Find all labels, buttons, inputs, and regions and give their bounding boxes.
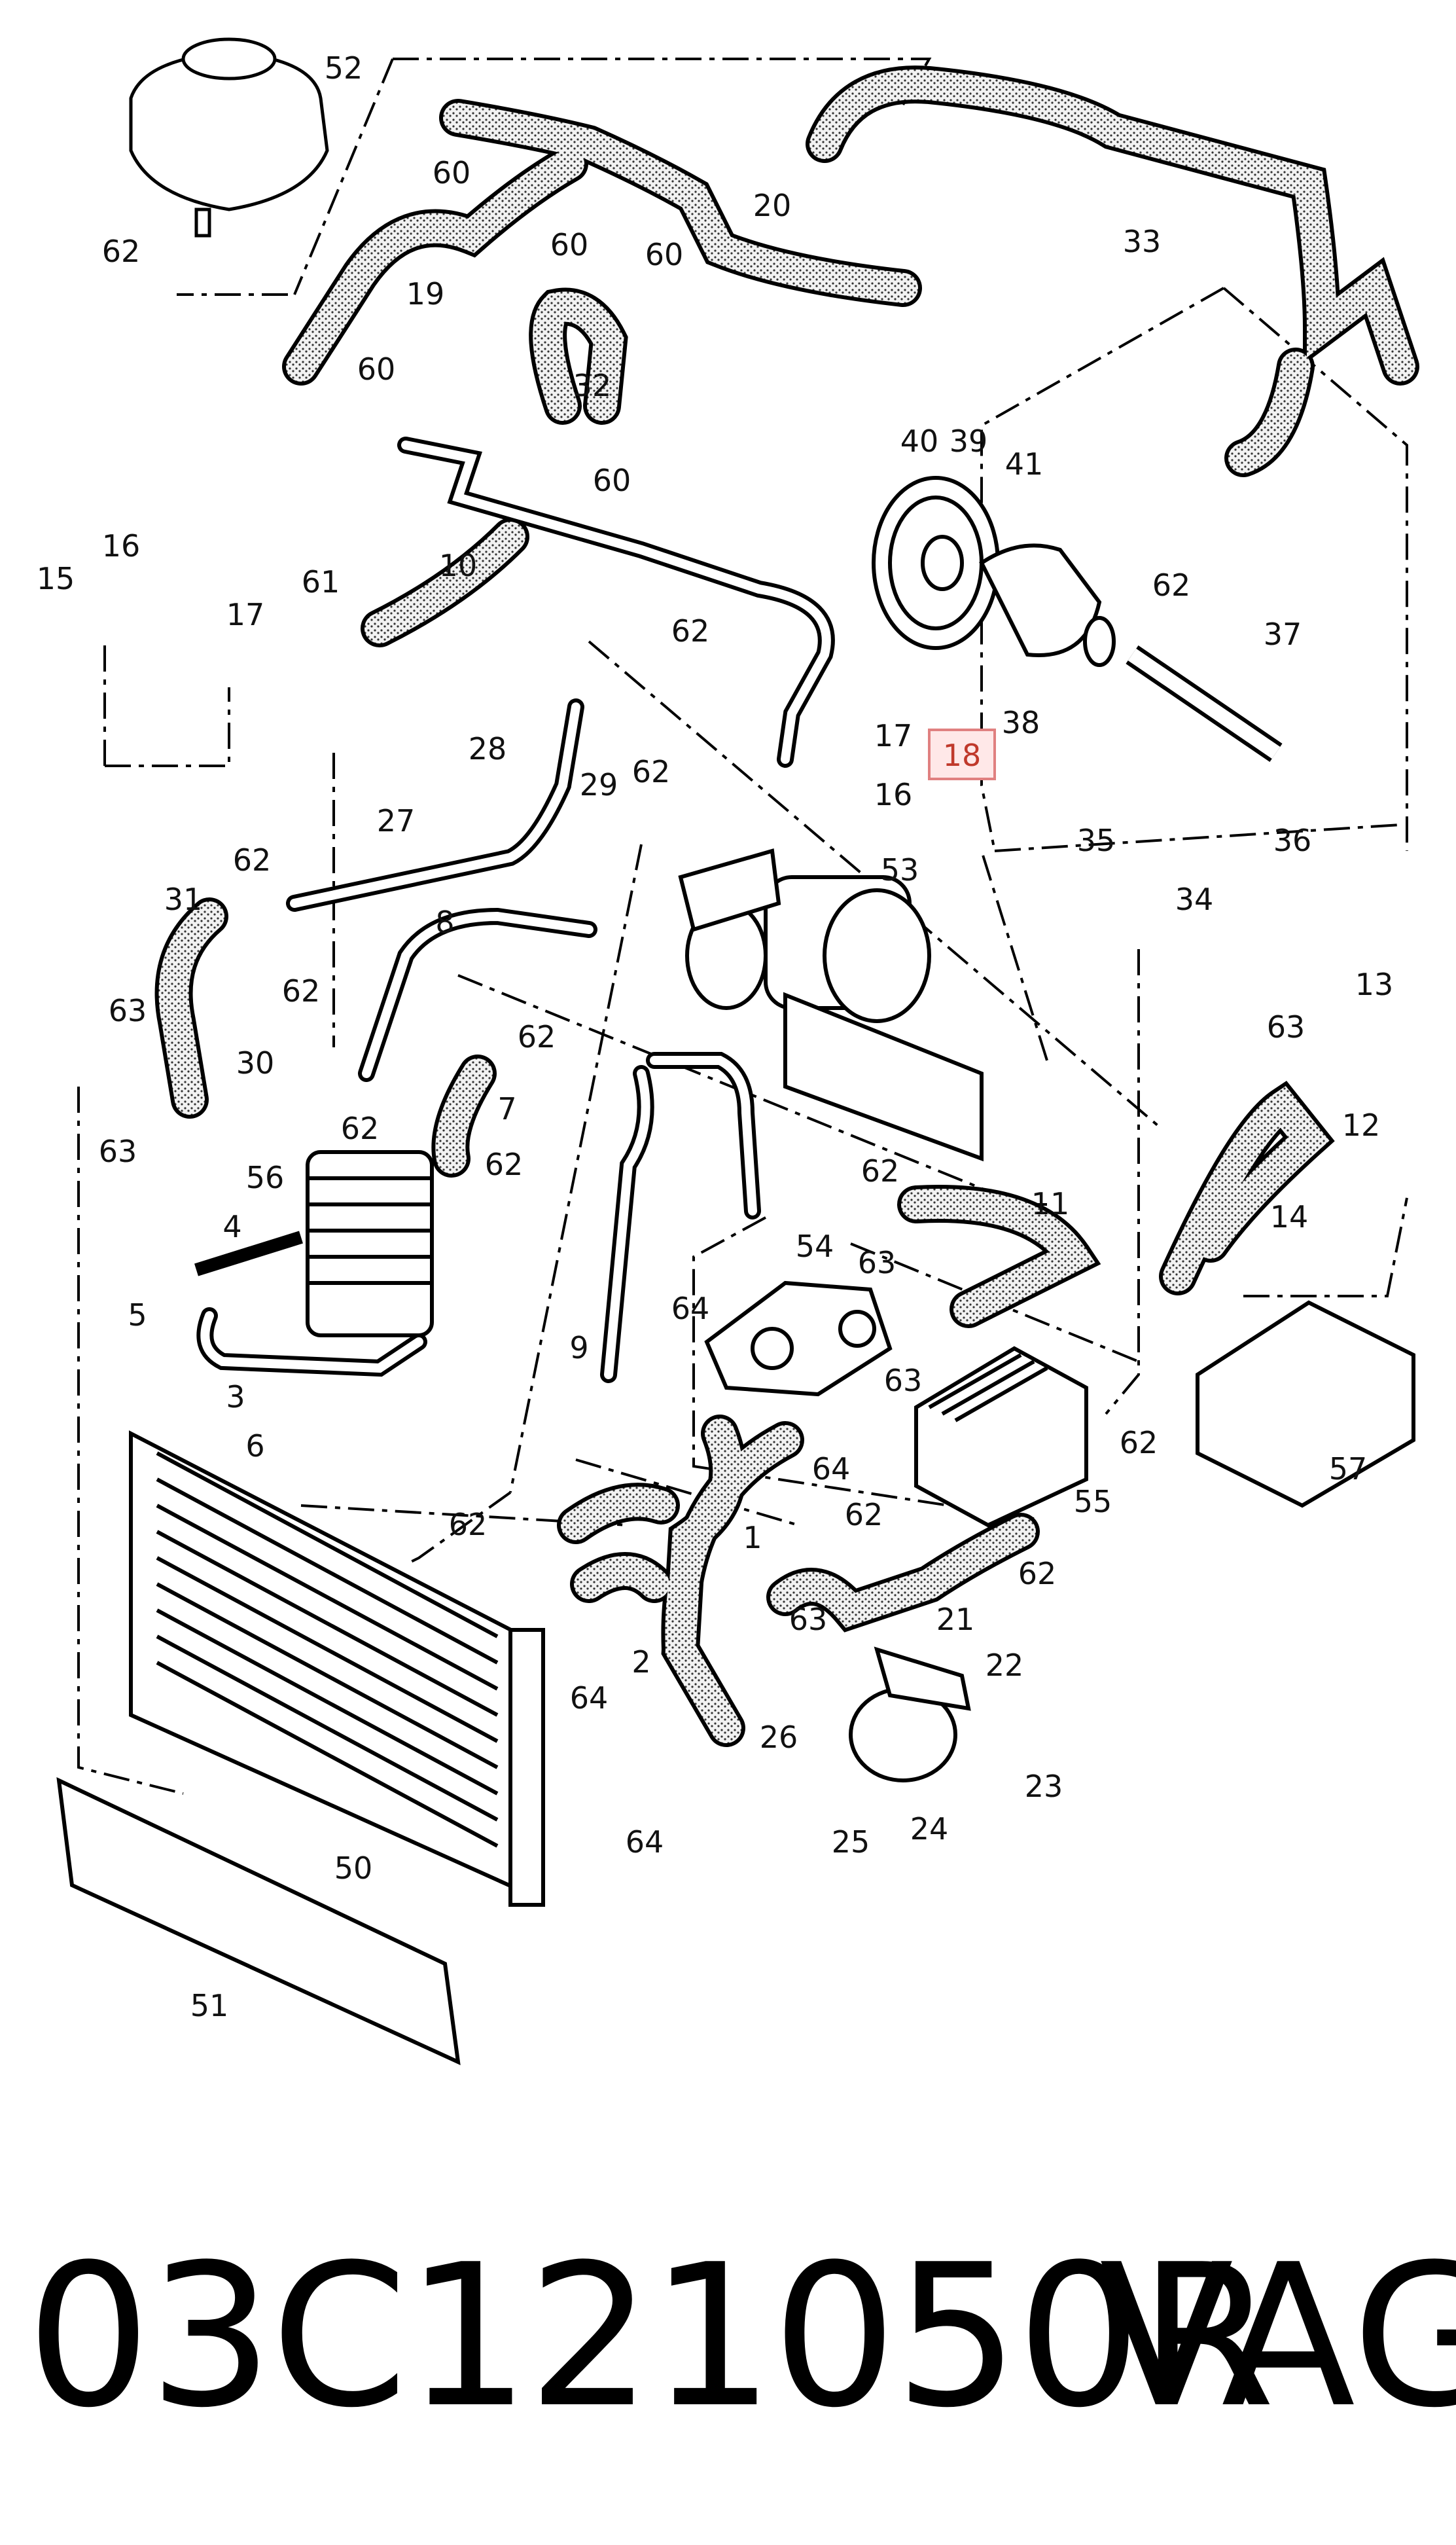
water-pump-assembly xyxy=(872,476,1283,763)
callout-56: 56 xyxy=(246,1160,285,1195)
callout-54: 54 xyxy=(796,1229,834,1264)
callout-labels: 52 60 60 60 62 19 20 33 60 32 60 40 39 4… xyxy=(37,50,1394,2023)
callout-36: 36 xyxy=(1273,823,1312,858)
callout-64: 64 xyxy=(626,1824,664,1860)
callout-63: 63 xyxy=(884,1363,923,1398)
callout-13: 13 xyxy=(1355,967,1394,1002)
callout-62: 62 xyxy=(845,1497,883,1532)
callout-62: 62 xyxy=(485,1147,524,1182)
callout-52: 52 xyxy=(325,50,363,86)
callout-64: 64 xyxy=(812,1451,851,1487)
callout-62: 62 xyxy=(233,842,272,878)
callout-14: 14 xyxy=(1270,1199,1309,1235)
callout-31: 31 xyxy=(164,882,203,917)
callout-37: 37 xyxy=(1264,617,1302,652)
callout-19: 19 xyxy=(406,276,445,312)
callout-38: 38 xyxy=(1002,705,1040,740)
callout-12: 12 xyxy=(1342,1108,1381,1143)
callout-60: 60 xyxy=(645,237,684,272)
callout-24: 24 xyxy=(910,1811,949,1847)
callout-57: 57 xyxy=(1329,1451,1368,1487)
radiator-bracket xyxy=(56,1777,461,2065)
callout-53: 53 xyxy=(881,852,919,888)
callout-20: 20 xyxy=(753,188,792,223)
callout-62: 62 xyxy=(1152,568,1191,603)
callout-21: 21 xyxy=(936,1602,975,1637)
callout-18: 18 xyxy=(943,738,982,773)
callout-55: 55 xyxy=(1074,1484,1112,1519)
heater-unit xyxy=(1196,1300,1415,1508)
coolant-hoses xyxy=(154,65,1419,1747)
callout-29: 29 xyxy=(580,767,618,803)
callout-5: 5 xyxy=(128,1297,147,1333)
oil-cooler xyxy=(194,1150,434,1337)
callout-60: 60 xyxy=(550,227,589,262)
expansion-tank xyxy=(129,37,329,238)
callout-61: 61 xyxy=(302,564,340,600)
callout-63: 63 xyxy=(109,993,147,1028)
callout-63: 63 xyxy=(789,1602,828,1637)
callout-10: 10 xyxy=(439,548,478,583)
callout-17: 17 xyxy=(874,718,913,753)
callout-39: 39 xyxy=(950,424,988,459)
callout-62: 62 xyxy=(671,613,710,649)
callout-22: 22 xyxy=(985,1648,1024,1683)
callout-50: 50 xyxy=(334,1850,373,1886)
callout-35: 35 xyxy=(1077,823,1116,858)
callout-3: 3 xyxy=(226,1379,245,1415)
auxiliary-water-pump xyxy=(849,1646,971,1782)
radiator xyxy=(129,1430,545,1907)
callout-41: 41 xyxy=(1005,446,1044,482)
callout-25: 25 xyxy=(832,1824,870,1860)
callout-8: 8 xyxy=(435,905,454,940)
callout-33: 33 xyxy=(1123,224,1162,259)
callout-64: 64 xyxy=(671,1291,710,1326)
heater-core xyxy=(914,1346,1088,1528)
cooling-system-exploded-diagram: 52 60 60 60 62 19 20 33 60 32 60 40 39 4… xyxy=(37,37,1419,2065)
callout-7: 7 xyxy=(497,1091,516,1127)
callout-62: 62 xyxy=(518,1019,556,1055)
callout-62: 62 xyxy=(341,1111,380,1146)
callout-4: 4 xyxy=(222,1209,241,1244)
callout-60: 60 xyxy=(593,463,631,498)
callout-6: 6 xyxy=(245,1428,264,1464)
callout-9: 9 xyxy=(569,1330,588,1365)
callout-63: 63 xyxy=(99,1134,137,1169)
part-number-label: 03C121050R xyxy=(26,2222,1275,2451)
callout-1: 1 xyxy=(743,1520,762,1555)
callout-32: 32 xyxy=(573,368,612,403)
callout-63: 63 xyxy=(1267,1009,1305,1045)
thermostat-housing xyxy=(704,1280,893,1397)
callout-18-highlight-box xyxy=(928,729,996,780)
callout-64: 64 xyxy=(570,1680,609,1716)
callout-30: 30 xyxy=(236,1045,275,1081)
callout-60: 60 xyxy=(357,352,396,387)
callout-27: 27 xyxy=(377,803,416,839)
callout-23: 23 xyxy=(1025,1769,1063,1804)
turbocharger-manifold xyxy=(678,848,984,1162)
callout-63: 63 xyxy=(858,1245,897,1280)
callout-11: 11 xyxy=(1031,1186,1070,1221)
callout-2: 2 xyxy=(631,1644,650,1680)
callout-26: 26 xyxy=(760,1720,798,1755)
callout-60: 60 xyxy=(433,155,471,190)
callout-16: 16 xyxy=(874,777,913,812)
callout-62: 62 xyxy=(282,973,321,1009)
callout-16: 16 xyxy=(102,528,141,564)
callout-34: 34 xyxy=(1175,882,1214,917)
callout-17: 17 xyxy=(226,597,265,632)
callout-51: 51 xyxy=(190,1988,229,2023)
callout-62: 62 xyxy=(861,1153,900,1189)
callout-15: 15 xyxy=(37,561,75,596)
callout-62: 62 xyxy=(1018,1556,1057,1591)
brand-label: VAG xyxy=(1099,2222,1456,2451)
callout-62: 62 xyxy=(632,754,671,789)
callout-62: 62 xyxy=(449,1507,488,1542)
callout-28: 28 xyxy=(469,731,507,767)
callout-62: 62 xyxy=(1120,1425,1158,1460)
callout-62: 62 xyxy=(102,234,141,269)
callout-40: 40 xyxy=(900,424,939,459)
